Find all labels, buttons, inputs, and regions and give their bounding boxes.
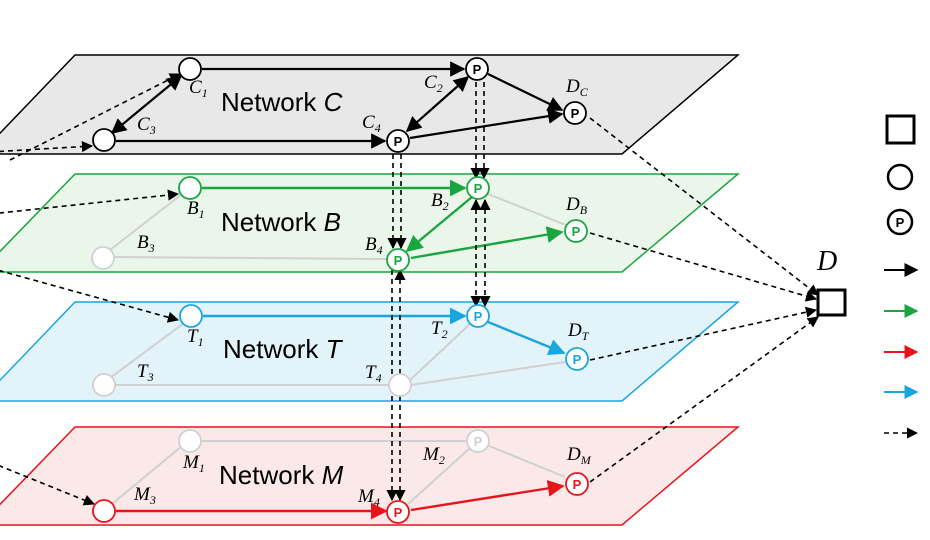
edge-m4-dm (410, 480, 565, 512)
legend-p-node-icon (886, 208, 914, 236)
label-dc: DC (565, 76, 589, 99)
node-b3 (91, 246, 115, 270)
node-m3 (92, 499, 116, 523)
svg-text:P: P (573, 352, 582, 367)
network-c-plane (0, 54, 741, 155)
label-c2: C2 (424, 72, 443, 95)
node-b2: P (466, 176, 490, 200)
network-t-title: Network T (223, 334, 344, 364)
node-t3 (92, 373, 116, 397)
node-b4: P (386, 248, 410, 272)
svg-text:P: P (474, 181, 483, 196)
label-m2: M2 (422, 444, 445, 467)
label-b1: B1 (187, 198, 205, 221)
network-c-edges (110, 61, 564, 149)
edge-c3-c1 (110, 75, 183, 134)
legend-circle-icon (886, 163, 914, 191)
svg-text:P: P (573, 477, 582, 492)
network-t-plane (0, 301, 741, 402)
svg-text:P: P (394, 505, 403, 520)
node-t1 (179, 304, 203, 328)
label-b2: B2 (431, 190, 449, 213)
legend: P (884, 114, 919, 439)
svg-text:P: P (394, 134, 403, 149)
legend-square-icon (885, 114, 916, 145)
node-c1 (178, 57, 202, 81)
label-m3: M3 (133, 484, 156, 507)
node-db: P (564, 219, 588, 243)
destination-label: D (816, 246, 837, 277)
network-t-node-labels: T1 T3 T2 T4 DT (137, 318, 590, 385)
network-b-title: Network B (221, 207, 341, 237)
legend-p-label: P (896, 215, 905, 230)
edge-c2-dc (487, 73, 564, 111)
node-t4 (388, 373, 412, 397)
node-dm: P (565, 472, 589, 496)
node-dc: P (563, 101, 587, 125)
network-m-node-labels: M1 M3 M2 M4 DM (133, 444, 592, 509)
network-b-node-labels: B1 B3 B2 B4 DB (137, 190, 588, 257)
label-b4: B4 (365, 234, 383, 257)
edge-b2-b4 (405, 196, 473, 253)
label-t2: T2 (431, 318, 448, 341)
node-m2: P (466, 429, 490, 453)
label-t1: T1 (187, 326, 204, 349)
network-t-edges (203, 307, 566, 356)
node-c3 (92, 128, 116, 152)
edge-c4-c2 (405, 75, 470, 133)
svg-text:P: P (572, 224, 581, 239)
edge-t2-dt (487, 320, 566, 356)
node-m1 (178, 429, 202, 453)
network-c-node-labels: C1 C3 C2 C4 DC (137, 72, 589, 137)
label-dt: DT (567, 320, 590, 343)
svg-text:P: P (474, 434, 483, 449)
label-t3: T3 (137, 361, 154, 384)
label-m4: M4 (357, 486, 380, 509)
inter-layer-dashed-edges (0, 73, 819, 506)
node-dt: P (565, 347, 589, 371)
label-b3: B3 (137, 232, 155, 255)
network-b-inactive-edges (109, 193, 567, 260)
label-c1: C1 (189, 77, 208, 100)
node-t2: P (466, 304, 490, 328)
network-c-title: Network C (221, 87, 343, 117)
destination-square-node (816, 288, 847, 317)
node-b1 (178, 176, 202, 200)
label-c3: C3 (137, 114, 156, 137)
network-m-edges (116, 480, 565, 520)
label-dm: DM (566, 444, 592, 467)
label-m1: M1 (182, 452, 205, 475)
network-t-inactive-edges (109, 322, 566, 386)
node-m4: P (386, 500, 410, 524)
network-m-title: Network M (219, 460, 344, 490)
node-c4: P (386, 129, 410, 153)
svg-text:P: P (474, 309, 483, 324)
svg-text:P: P (571, 106, 580, 121)
label-c4: C4 (362, 112, 381, 135)
svg-text:P: P (394, 253, 403, 268)
label-db: DB (565, 194, 588, 217)
network-m-inactive-edges (111, 440, 566, 505)
label-t4: T4 (365, 362, 382, 385)
edge-c4-dc (409, 108, 564, 140)
svg-text:P: P (473, 62, 482, 77)
node-c2: P (465, 57, 489, 81)
